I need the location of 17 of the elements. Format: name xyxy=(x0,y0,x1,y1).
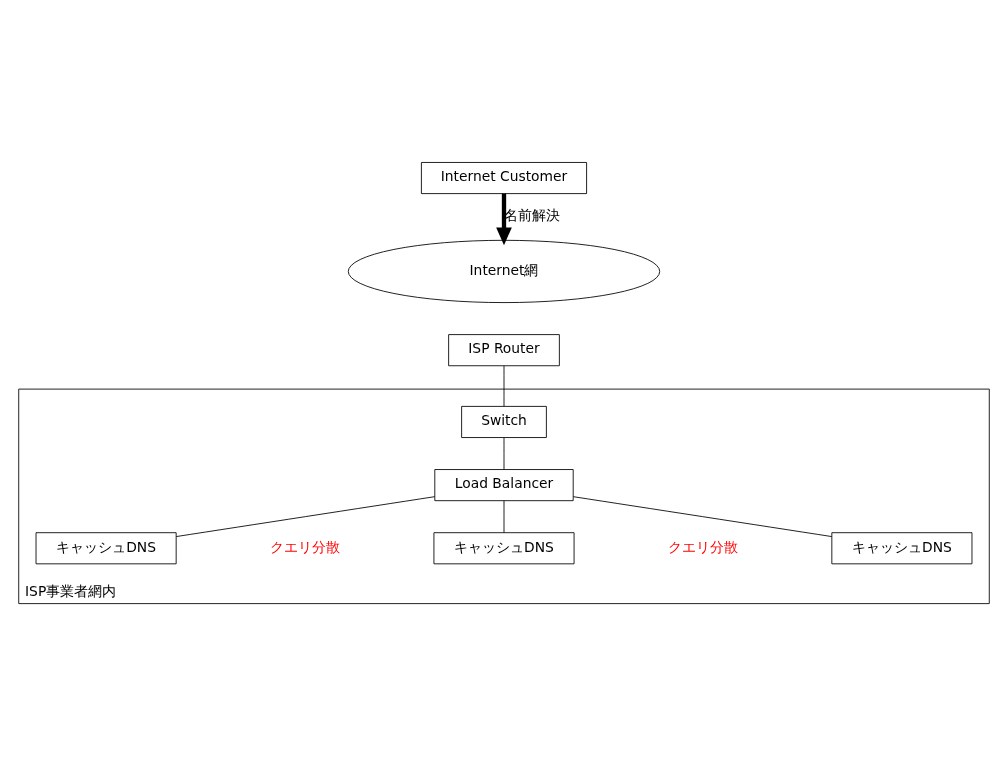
connector xyxy=(503,364,505,407)
node-box: Internet Customer xyxy=(420,161,588,194)
node-box: キャッシュDNS xyxy=(35,531,177,564)
connector xyxy=(175,495,436,537)
node-box: Switch xyxy=(461,405,547,438)
node-box: キャッシュDNS xyxy=(831,531,973,564)
label: クエリ分散 xyxy=(667,538,738,555)
connector xyxy=(503,499,505,533)
edge-label: 名前解決 xyxy=(503,206,560,223)
connector xyxy=(572,495,833,537)
label: クエリ分散 xyxy=(270,538,341,555)
arrow xyxy=(496,193,512,245)
node-box: Load Balancer xyxy=(434,468,574,501)
connector xyxy=(503,436,505,470)
node-box: キャッシュDNS xyxy=(433,531,575,564)
node-box: ISP Router xyxy=(448,333,560,366)
node-ellipse: Internet網 xyxy=(347,239,661,303)
